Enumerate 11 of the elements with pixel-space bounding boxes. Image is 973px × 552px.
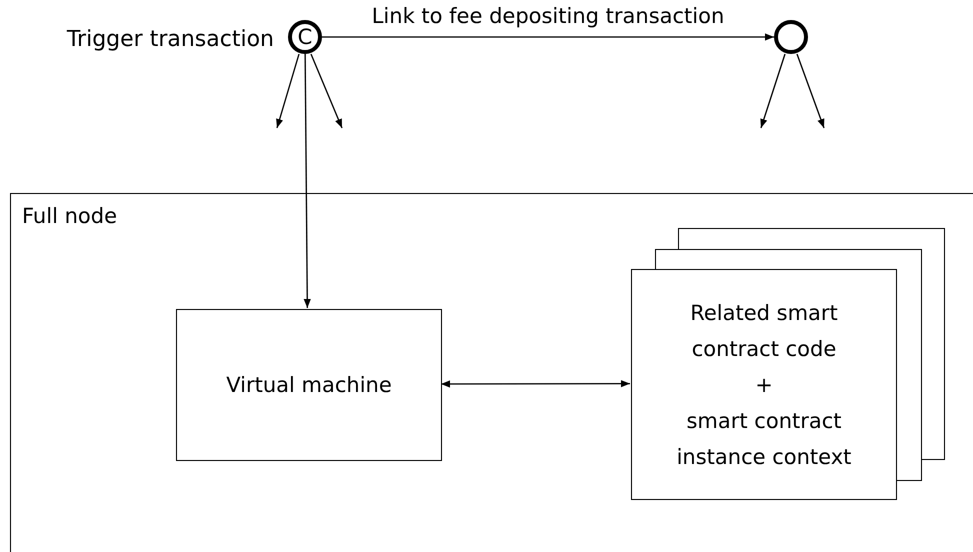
box-label: smart contract instance context [676, 408, 852, 470]
node-caption: Trigger transaction [66, 27, 274, 52]
node-label: C [298, 25, 312, 49]
container-box [10, 193, 973, 552]
process-box [176, 309, 442, 461]
box-label: Virtual machine [226, 372, 392, 399]
box-label: + [755, 372, 773, 398]
container-title: Full node [22, 204, 117, 228]
box-label: Related smart contract code [689, 300, 839, 362]
circle-node [774, 20, 808, 54]
process-box [631, 269, 897, 500]
